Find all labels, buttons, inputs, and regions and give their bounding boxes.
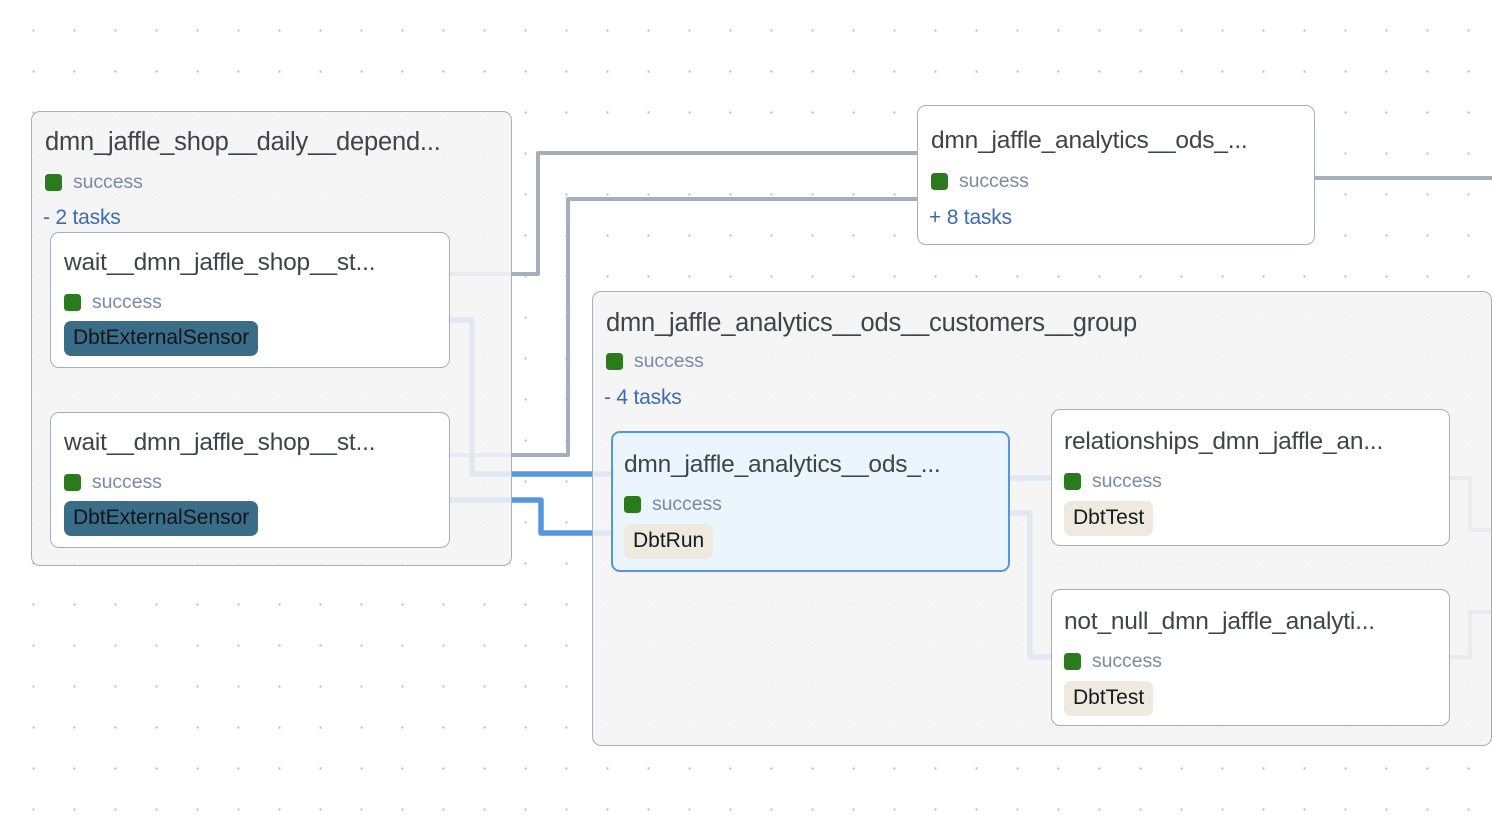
task-title-ods-customers-run: dmn_jaffle_analytics__ods_...	[624, 451, 941, 478]
task-status-wait-1: success	[64, 291, 162, 314]
status-success-swatch	[64, 294, 81, 311]
status-success-swatch	[931, 173, 948, 190]
task-title-wait-1: wait__dmn_jaffle_shop__st...	[64, 249, 376, 276]
status-label: success	[959, 170, 1029, 192]
status-success-swatch	[45, 174, 62, 191]
status-success-swatch	[64, 474, 81, 491]
task-status-not-null-test: success	[1064, 650, 1162, 673]
collapsed-node-title-ods: dmn_jaffle_analytics__ods_...	[931, 127, 1248, 154]
status-label: success	[1092, 650, 1162, 672]
operator-badge-not-null-test: DbtTest	[1064, 681, 1154, 716]
task-title-wait-2: wait__dmn_jaffle_shop__st...	[64, 429, 376, 456]
operator-badge-ods-customers-run: DbtRun	[624, 524, 714, 559]
status-label: success	[652, 493, 722, 515]
group-title-ods-customers: dmn_jaffle_analytics__ods__customers__gr…	[606, 309, 1138, 337]
status-label: success	[92, 291, 162, 313]
status-success-swatch	[624, 496, 641, 513]
collapsed-node-status-ods: success	[931, 170, 1029, 193]
operator-badge-wait-1: DbtExternalSensor	[64, 321, 259, 356]
task-status-wait-2: success	[64, 471, 162, 494]
group-status-ods-customers: success	[606, 350, 704, 373]
group-title-dmn-jaffle-shop-daily: dmn_jaffle_shop__daily__depend...	[45, 128, 441, 156]
task-title-relationships-test: relationships_dmn_jaffle_an...	[1064, 428, 1384, 455]
task-status-relationships-test: success	[1064, 470, 1162, 493]
task-title-not-null-test: not_null_dmn_jaffle_analyti...	[1064, 608, 1375, 635]
status-label: success	[92, 471, 162, 493]
status-success-swatch	[1064, 473, 1081, 490]
group-tasks-toggle-dmn-jaffle-shop-daily[interactable]: - 2 tasks	[43, 206, 121, 229]
edge-wait1-to-ods	[448, 151, 919, 276]
operator-badge-wait-2: DbtExternalSensor	[64, 501, 259, 536]
status-label: success	[634, 350, 704, 372]
group-tasks-toggle-ods-customers[interactable]: - 4 tasks	[604, 386, 682, 409]
collapsed-node-dmn-jaffle-analytics-ods[interactable]	[917, 105, 1315, 245]
status-label: success	[1092, 470, 1162, 492]
status-label: success	[73, 171, 143, 193]
task-status-ods-customers-run: success	[624, 493, 722, 516]
status-success-swatch	[1064, 653, 1081, 670]
status-success-swatch	[606, 353, 623, 370]
group-status-dmn-jaffle-shop-daily: success	[45, 171, 143, 194]
operator-badge-relationships-test: DbtTest	[1064, 501, 1154, 536]
collapsed-node-tasks-toggle-ods[interactable]: + 8 tasks	[929, 206, 1012, 229]
